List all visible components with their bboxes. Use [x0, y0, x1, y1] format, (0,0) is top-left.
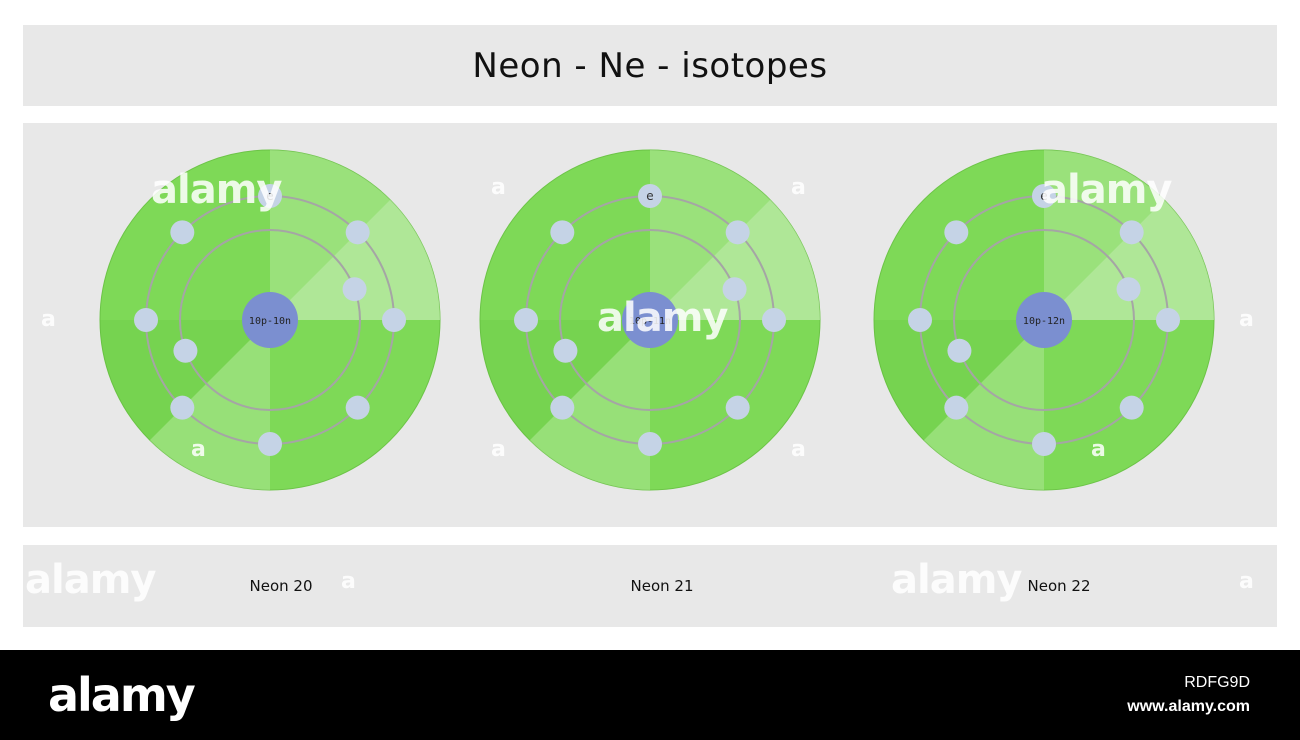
disc-shade-top-right — [1044, 150, 1165, 320]
inner-orbit — [559, 229, 741, 411]
outer-electron — [345, 220, 370, 245]
isotope-label-neon-21: Neon 21 — [630, 577, 694, 595]
outer-electron — [944, 220, 969, 245]
outer-electron — [170, 395, 195, 420]
nucleus — [622, 292, 678, 348]
electrons: e — [134, 184, 406, 456]
outer-electron — [638, 432, 662, 456]
atom-diagram-neon-21: e 10p-11n — [479, 149, 821, 491]
atom-diagram-neon-22: e 10p-12n — [873, 149, 1215, 491]
page-title: Neon - Ne - isotopes — [472, 45, 828, 86]
watermark-logo: alamy — [891, 557, 1022, 603]
inner-electron — [553, 338, 578, 363]
electrons: e — [514, 184, 786, 456]
outer-electron — [550, 395, 575, 420]
outer-electron — [1119, 220, 1144, 245]
watermark-footer: alamy RDFG9D www.alamy.com — [0, 650, 1300, 740]
disc-shade-right — [270, 199, 440, 320]
outer-electron — [514, 308, 538, 332]
disc-shade-left — [480, 320, 650, 441]
electron-symbol: e — [646, 189, 653, 203]
title-panel: Neon - Ne - isotopes — [23, 25, 1277, 106]
watermark-letter: a — [341, 569, 356, 594]
disc-shade-right — [1044, 199, 1214, 320]
outer-electron — [638, 184, 662, 208]
outer-electron — [725, 220, 750, 245]
inner-electron — [1116, 277, 1141, 302]
atom-diagram-neon-20: e 10p-10n — [99, 149, 441, 491]
watermark-letter: a — [1239, 569, 1254, 594]
outer-electron — [258, 184, 282, 208]
nucleus — [242, 292, 298, 348]
outer-electron — [1032, 184, 1056, 208]
footer-url: www.alamy.com — [1127, 698, 1250, 715]
footer-image-id: RDFG9D — [1184, 674, 1250, 691]
label-panel: Neon 20 Neon 21 Neon 22 alamy alamy a a — [23, 545, 1277, 627]
nucleus-label: 10p-10n — [249, 316, 291, 327]
outer-electron — [944, 395, 969, 420]
outer-electron — [725, 395, 750, 420]
isotope-label-neon-20: Neon 20 — [249, 577, 313, 595]
outer-electron — [550, 220, 575, 245]
disc-shade-left — [100, 320, 270, 441]
electron-symbol: e — [1040, 189, 1047, 203]
diagram-panel: e 10p-10n e 10p-11n e — [23, 123, 1277, 527]
outer-electron — [762, 308, 786, 332]
outer-electron — [258, 432, 282, 456]
footer-logo: alamy — [48, 668, 196, 722]
outer-electron — [382, 308, 406, 332]
inner-orbit — [179, 229, 361, 411]
disc-shade-bottom-left — [149, 320, 270, 490]
atom-svg: e 10p-10n — [99, 149, 441, 491]
disc-shade-top-right — [270, 150, 391, 320]
outer-electron — [170, 220, 195, 245]
nucleus-label: 10p-12n — [1023, 316, 1065, 327]
outer-electron — [1156, 308, 1180, 332]
inner-electron — [173, 338, 198, 363]
outer-electron — [134, 308, 158, 332]
outer-electron — [1032, 432, 1056, 456]
disc-shade-bottom-left — [923, 320, 1044, 490]
inner-electron — [722, 277, 747, 302]
inner-electron — [342, 277, 367, 302]
outer-electron — [345, 395, 370, 420]
electrons: e — [908, 184, 1180, 456]
disc-shade-bottom-left — [529, 320, 650, 490]
outer-electron — [908, 308, 932, 332]
nucleus-label: 10p-11n — [629, 316, 671, 327]
disc-shade-left — [874, 320, 1044, 441]
atom-svg: e 10p-12n — [873, 149, 1215, 491]
atom-svg: e 10p-11n — [479, 149, 821, 491]
watermark-letter: a — [41, 307, 56, 332]
disc-shade-right — [650, 199, 820, 320]
outer-electron — [1119, 395, 1144, 420]
watermark-logo: alamy — [25, 557, 156, 603]
inner-orbit — [953, 229, 1135, 411]
nucleus — [1016, 292, 1072, 348]
disc-shade-top-right — [650, 150, 771, 320]
electron-symbol: e — [266, 189, 273, 203]
inner-electron — [947, 338, 972, 363]
watermark-letter: a — [1239, 307, 1254, 332]
isotope-label-neon-22: Neon 22 — [1027, 577, 1091, 595]
